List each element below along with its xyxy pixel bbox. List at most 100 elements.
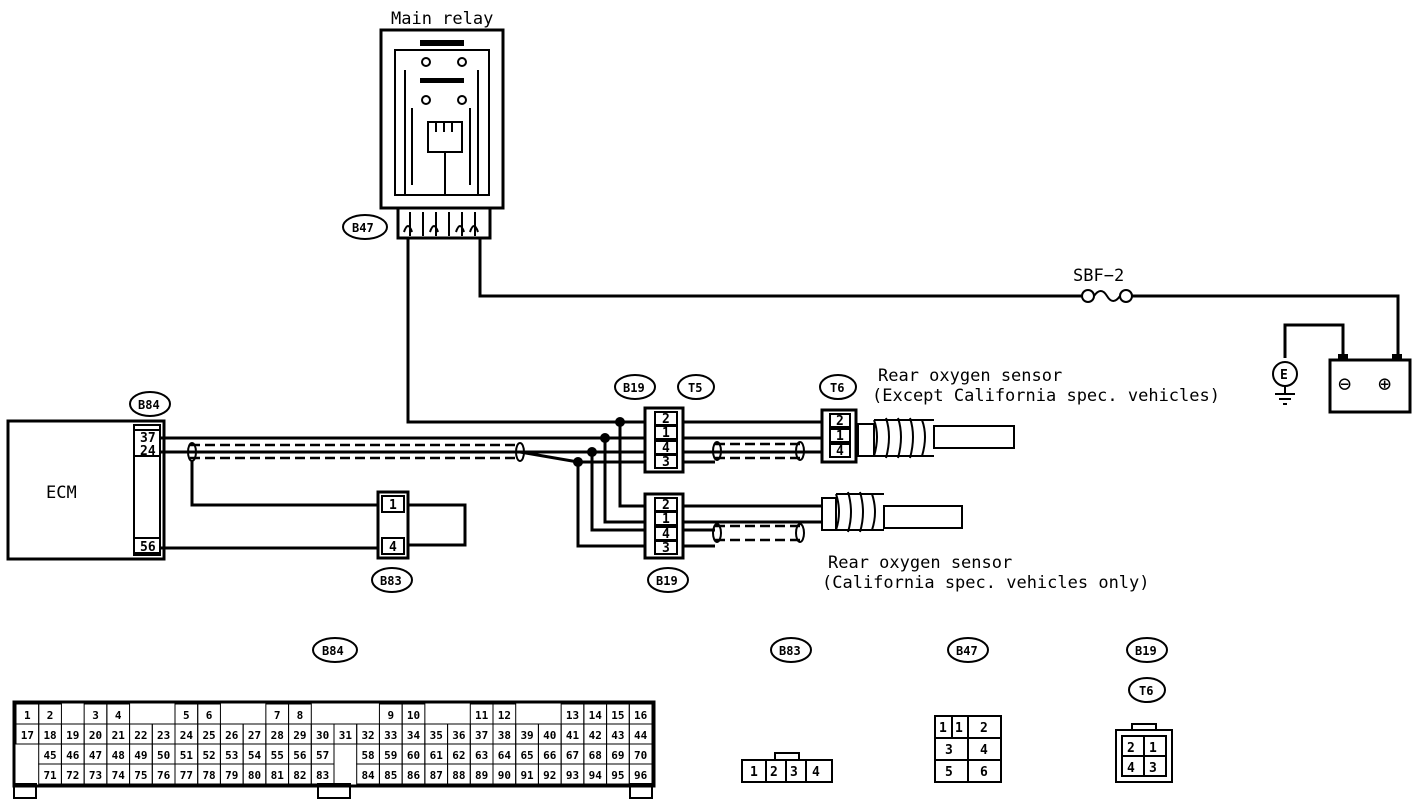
b84-pin-label: 94	[589, 769, 603, 782]
b84-pin-label: 35	[430, 729, 443, 742]
b84-pin-label: 10	[407, 709, 420, 722]
b84-pin-label: 28	[271, 729, 284, 742]
svg-text:3: 3	[662, 455, 670, 470]
b83-connector-view: 1 2 3 4	[741, 752, 833, 783]
svg-text:1: 1	[955, 721, 963, 736]
b84-pin-label: 71	[43, 769, 57, 782]
b84-pin-label: 26	[225, 729, 239, 742]
b84-pin-label: 80	[248, 769, 261, 782]
b84-pin-label: 31	[339, 729, 353, 742]
svg-text:1: 1	[662, 426, 670, 441]
svg-text:1: 1	[836, 429, 844, 444]
svg-text:4: 4	[980, 743, 988, 758]
b84-pin-label: 58	[361, 749, 374, 762]
b84-pin-label: 2	[47, 709, 54, 722]
svg-text:B47: B47	[352, 221, 374, 235]
svg-text:4: 4	[662, 527, 670, 542]
svg-text:6: 6	[980, 765, 988, 780]
ground-symbol: E	[1272, 361, 1298, 405]
wire-battery-to-ground	[1283, 323, 1345, 358]
connector-tag-t6: T6	[819, 374, 857, 400]
svg-text:B83: B83	[380, 574, 402, 588]
b84-pin-label: 1	[24, 709, 31, 722]
b84-pin-label: 66	[543, 749, 557, 762]
main-relay-label: Main relay	[391, 9, 493, 29]
b84-pin-label: 72	[66, 769, 79, 782]
sensor-top-label-1: Rear oxygen sensor	[878, 366, 1062, 386]
b84-pin-label: 77	[180, 769, 193, 782]
wire-ecm-24	[160, 450, 645, 464]
b84-pin-label: 47	[89, 749, 102, 762]
b84-pin-label: 48	[112, 749, 125, 762]
b84-pin-label: 20	[89, 729, 102, 742]
b84-pin-label: 49	[134, 749, 147, 762]
b84-pin-cell	[310, 763, 335, 785]
b84-pin-label: 25	[202, 729, 215, 742]
svg-text:1: 1	[939, 721, 947, 736]
svg-text:4: 4	[662, 441, 670, 456]
b84-pin-label: 85	[384, 769, 397, 782]
b84-pin-label: 64	[498, 749, 512, 762]
b84-pin-label: 65	[520, 749, 533, 762]
b84-pin-label: 76	[157, 769, 171, 782]
ecm-label: ECM	[46, 483, 77, 503]
svg-text:4: 4	[812, 765, 820, 780]
b84-pin-label: 6	[206, 709, 213, 722]
b84-pin-label: 86	[407, 769, 421, 782]
svg-text:2: 2	[662, 498, 670, 513]
svg-text:3: 3	[945, 743, 953, 758]
connector-b19: 2 1 4 3	[643, 492, 685, 560]
b84-pin-label: 96	[634, 769, 648, 782]
b84-pin-label: 17	[21, 729, 34, 742]
b84-pin-label: 43	[611, 729, 624, 742]
sensor-bottom-label-1: Rear oxygen sensor	[828, 553, 1012, 573]
svg-text:2: 2	[770, 765, 778, 780]
b84-pin-label: 93	[566, 769, 579, 782]
b84-pin-label: 56	[293, 749, 307, 762]
sensor-bottom-label-2: (California spec. vehicles only)	[822, 573, 1150, 593]
shield-ecm	[190, 443, 520, 460]
fuse-sbf2: SBF−2	[1073, 266, 1133, 303]
connector-t5: 2 1 4 3	[643, 406, 685, 474]
b84-pin-label: 46	[66, 749, 80, 762]
b84-pin-label: 30	[316, 729, 329, 742]
connector-tag-b19-bottom: B19	[647, 567, 689, 593]
b84-pin-label: 37	[475, 729, 488, 742]
b84-pin-label: 90	[498, 769, 511, 782]
b84-pin-label: 36	[452, 729, 466, 742]
sensor-top-label-2: (Except California spec. vehicles)	[872, 386, 1220, 406]
b84-pin-label: 23	[157, 729, 170, 742]
connector-tag-t5: T5	[677, 374, 715, 400]
b84-pin-label: 68	[589, 749, 602, 762]
svg-text:1: 1	[1149, 741, 1157, 756]
b84-pin-label: 32	[361, 729, 374, 742]
svg-text:2: 2	[662, 412, 670, 427]
battery-positive: ⊕	[1378, 372, 1391, 397]
svg-text:T5: T5	[688, 381, 702, 395]
connector-tag-b19-view: B19	[1126, 637, 1168, 663]
b84-pin-label: 27	[248, 729, 261, 742]
b84-pin-label: 88	[452, 769, 465, 782]
b84-pin-label: 44	[634, 729, 648, 742]
b84-pin-label: 57	[316, 749, 329, 762]
b84-pin-label: 63	[475, 749, 488, 762]
wires-b19-sensor	[683, 504, 822, 548]
b84-pin-label: 78	[202, 769, 215, 782]
b84-pin-label: 45	[43, 749, 56, 762]
connector-tag-b84: B84	[129, 391, 171, 417]
svg-text:2: 2	[1127, 741, 1135, 756]
b84-pin-label: 61	[430, 749, 444, 762]
b84-pin-label: 82	[293, 769, 306, 782]
svg-text:B19: B19	[656, 574, 678, 588]
b84-pin-label: 50	[157, 749, 170, 762]
svg-text:B84: B84	[138, 398, 160, 412]
b84-pin-label: 40	[543, 729, 556, 742]
b84-pin-cell	[628, 763, 653, 785]
b84-pin-label: 4	[115, 709, 122, 722]
b47-connector-view: 1 1 2 3 4 5 6	[934, 715, 1002, 783]
svg-text:3: 3	[1149, 761, 1157, 776]
connector-tag-b19-top: B19	[614, 374, 656, 400]
svg-text:56: 56	[140, 540, 156, 555]
b84-pin-label: 84	[361, 769, 375, 782]
